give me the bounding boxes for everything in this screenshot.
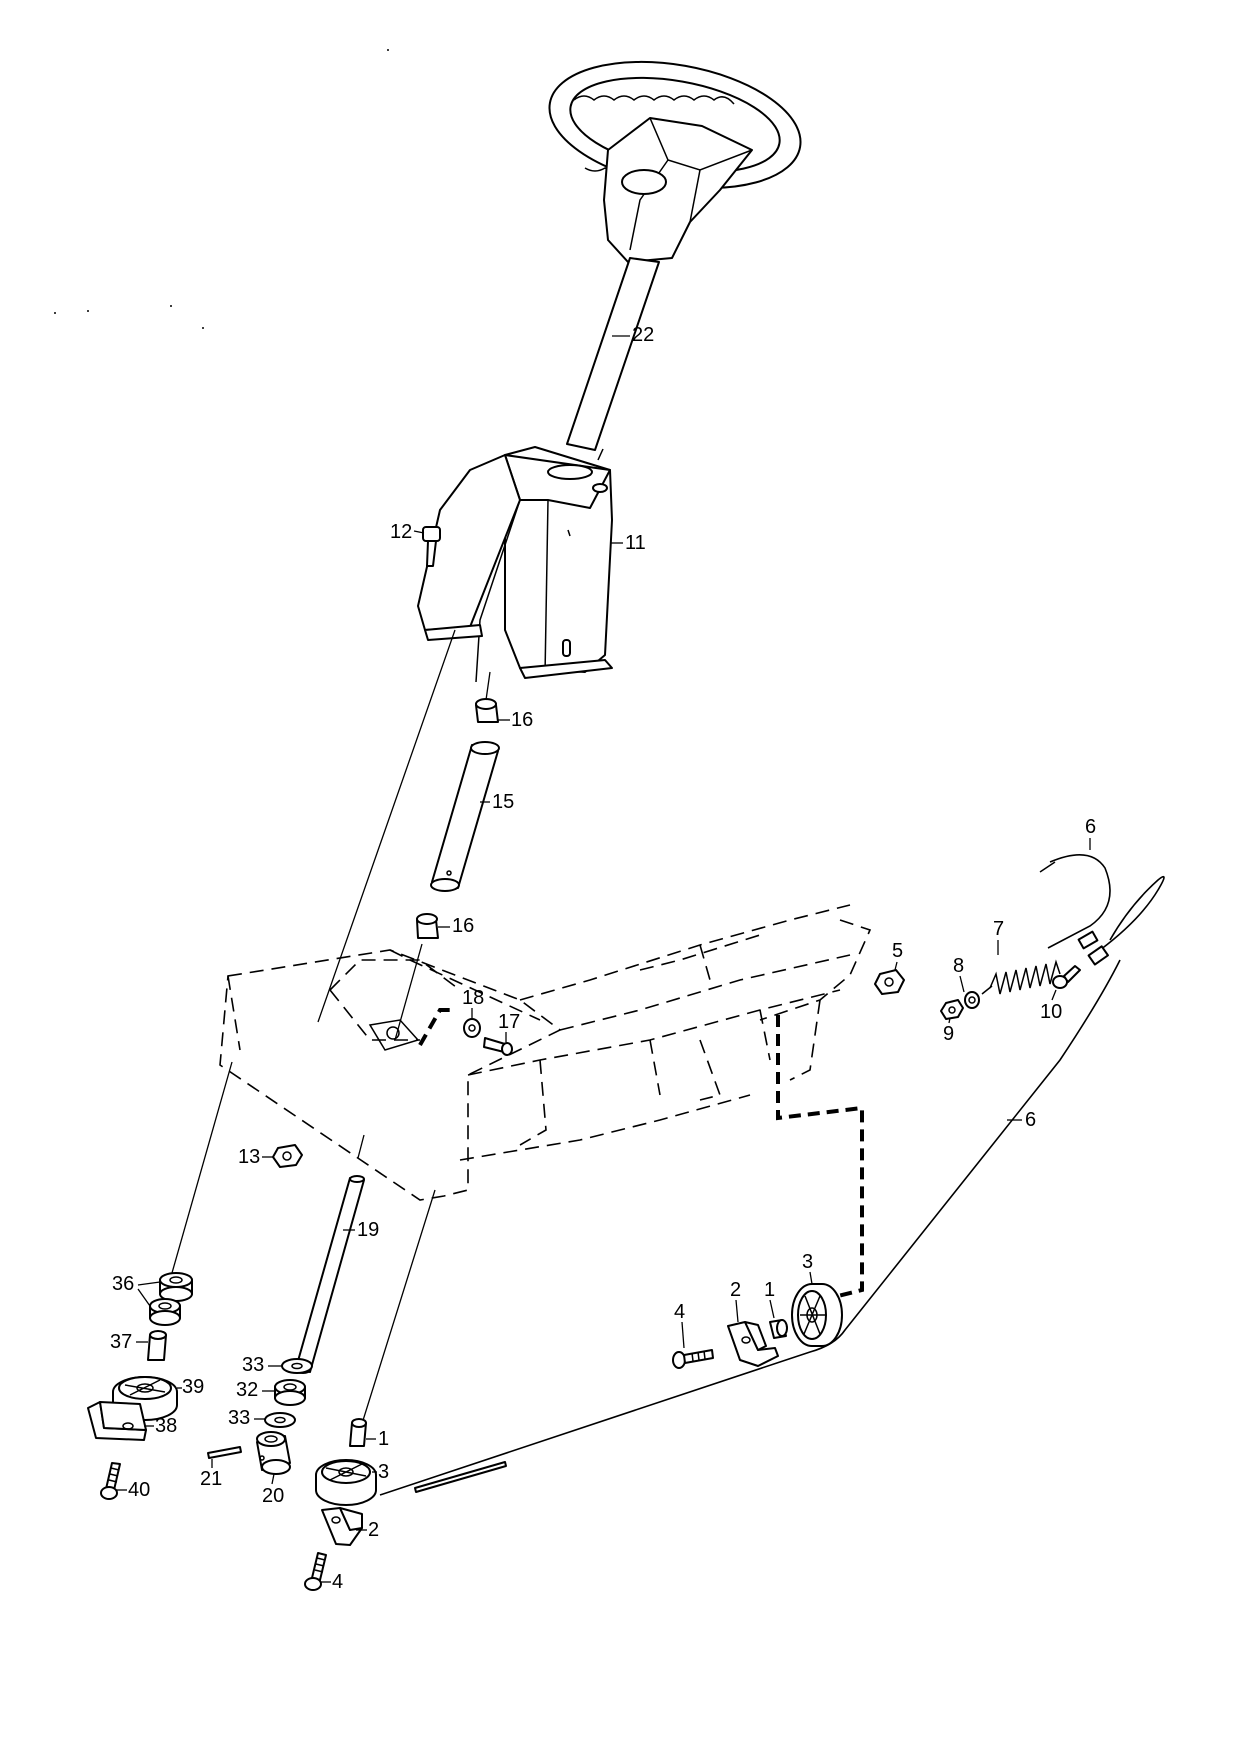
spacer-1-right (769, 1319, 788, 1339)
label-16-lower: 16 (452, 915, 474, 937)
label-6-upper: 6 (1085, 816, 1096, 838)
frame-phantom (219, 904, 872, 1201)
spacer-37 (147, 1330, 167, 1361)
label-33-lower: 33 (228, 1407, 250, 1429)
steering-shaft (566, 257, 660, 461)
label-21: 21 (200, 1468, 222, 1490)
bushing-32 (274, 1379, 306, 1406)
label-9: 9 (943, 1023, 954, 1045)
label-19: 19 (357, 1219, 379, 1241)
support-bracket (417, 446, 613, 683)
label-36: 36 (112, 1273, 134, 1295)
label-10: 10 (1040, 1001, 1062, 1023)
label-13: 13 (238, 1146, 260, 1168)
bolt-12 (422, 526, 441, 567)
label-15: 15 (492, 791, 514, 813)
bolt-17 (483, 1037, 513, 1056)
spacer-1-lower (349, 1418, 367, 1447)
bracket-2-lower (321, 1507, 363, 1546)
cable-6 (379, 853, 1165, 1496)
steering-wheel (548, 60, 802, 263)
label-4-lower: 4 (332, 1571, 343, 1593)
washer-8 (964, 991, 980, 1009)
bracket-38 (87, 1401, 147, 1441)
label-16-upper: 16 (511, 709, 533, 731)
spring-7 (981, 959, 1061, 995)
pulley-3-right (791, 1283, 843, 1347)
tube-15 (430, 741, 500, 892)
nut-9 (940, 999, 964, 1020)
specks (54, 49, 389, 329)
bearing-36-lower (149, 1298, 181, 1326)
label-32: 32 (236, 1379, 258, 1401)
nut-13 (272, 1144, 303, 1168)
label-3-lower: 3 (378, 1461, 389, 1483)
label-11: 11 (625, 532, 646, 554)
bracket-2-right (727, 1321, 779, 1367)
label-17: 17 (498, 1011, 520, 1033)
frame-mount-plate (368, 1008, 452, 1051)
bearing-36-upper (159, 1272, 193, 1302)
label-22: 22 (632, 324, 654, 346)
label-3-right: 3 (802, 1251, 813, 1273)
label-8: 8 (953, 955, 964, 977)
washer-33-lower (264, 1412, 296, 1428)
cable-routing-dashed (776, 1015, 864, 1300)
label-6-lower: 6 (1025, 1109, 1036, 1131)
bolt-40 (100, 1462, 121, 1500)
label-18: 18 (462, 987, 484, 1009)
label-37: 37 (110, 1331, 132, 1353)
assembly-lines (169, 629, 491, 1431)
label-4-right: 4 (674, 1301, 685, 1323)
washer-18 (463, 1018, 481, 1038)
bolt-4-lower (304, 1552, 327, 1591)
label-7: 7 (993, 918, 1004, 940)
label-38: 38 (155, 1415, 177, 1437)
label-1-lower: 1 (378, 1428, 389, 1450)
nut-5 (874, 969, 905, 995)
label-12: 12 (390, 521, 412, 543)
bushing-16-upper (475, 698, 499, 723)
pulley-39 (112, 1376, 178, 1421)
collar-20 (256, 1431, 291, 1475)
label-20: 20 (262, 1485, 284, 1507)
label-2-lower: 2 (368, 1519, 379, 1541)
rod-19 (295, 1175, 365, 1374)
washer-33-upper (281, 1358, 313, 1374)
label-33-upper: 33 (242, 1354, 264, 1376)
label-40: 40 (128, 1479, 150, 1501)
label-2-right: 2 (730, 1279, 741, 1301)
bushing-16-lower (416, 913, 439, 939)
label-5: 5 (892, 940, 903, 962)
pulley-3-lower (315, 1459, 377, 1506)
part-labels: 22 12 11 16 15 16 18 17 13 19 36 37 39 3… (110, 324, 1096, 1593)
label-1-right: 1 (764, 1279, 775, 1301)
label-39: 39 (182, 1376, 204, 1398)
bolt-4-right (672, 1349, 714, 1369)
pin-21 (207, 1446, 242, 1459)
bolt-10 (1052, 965, 1081, 989)
